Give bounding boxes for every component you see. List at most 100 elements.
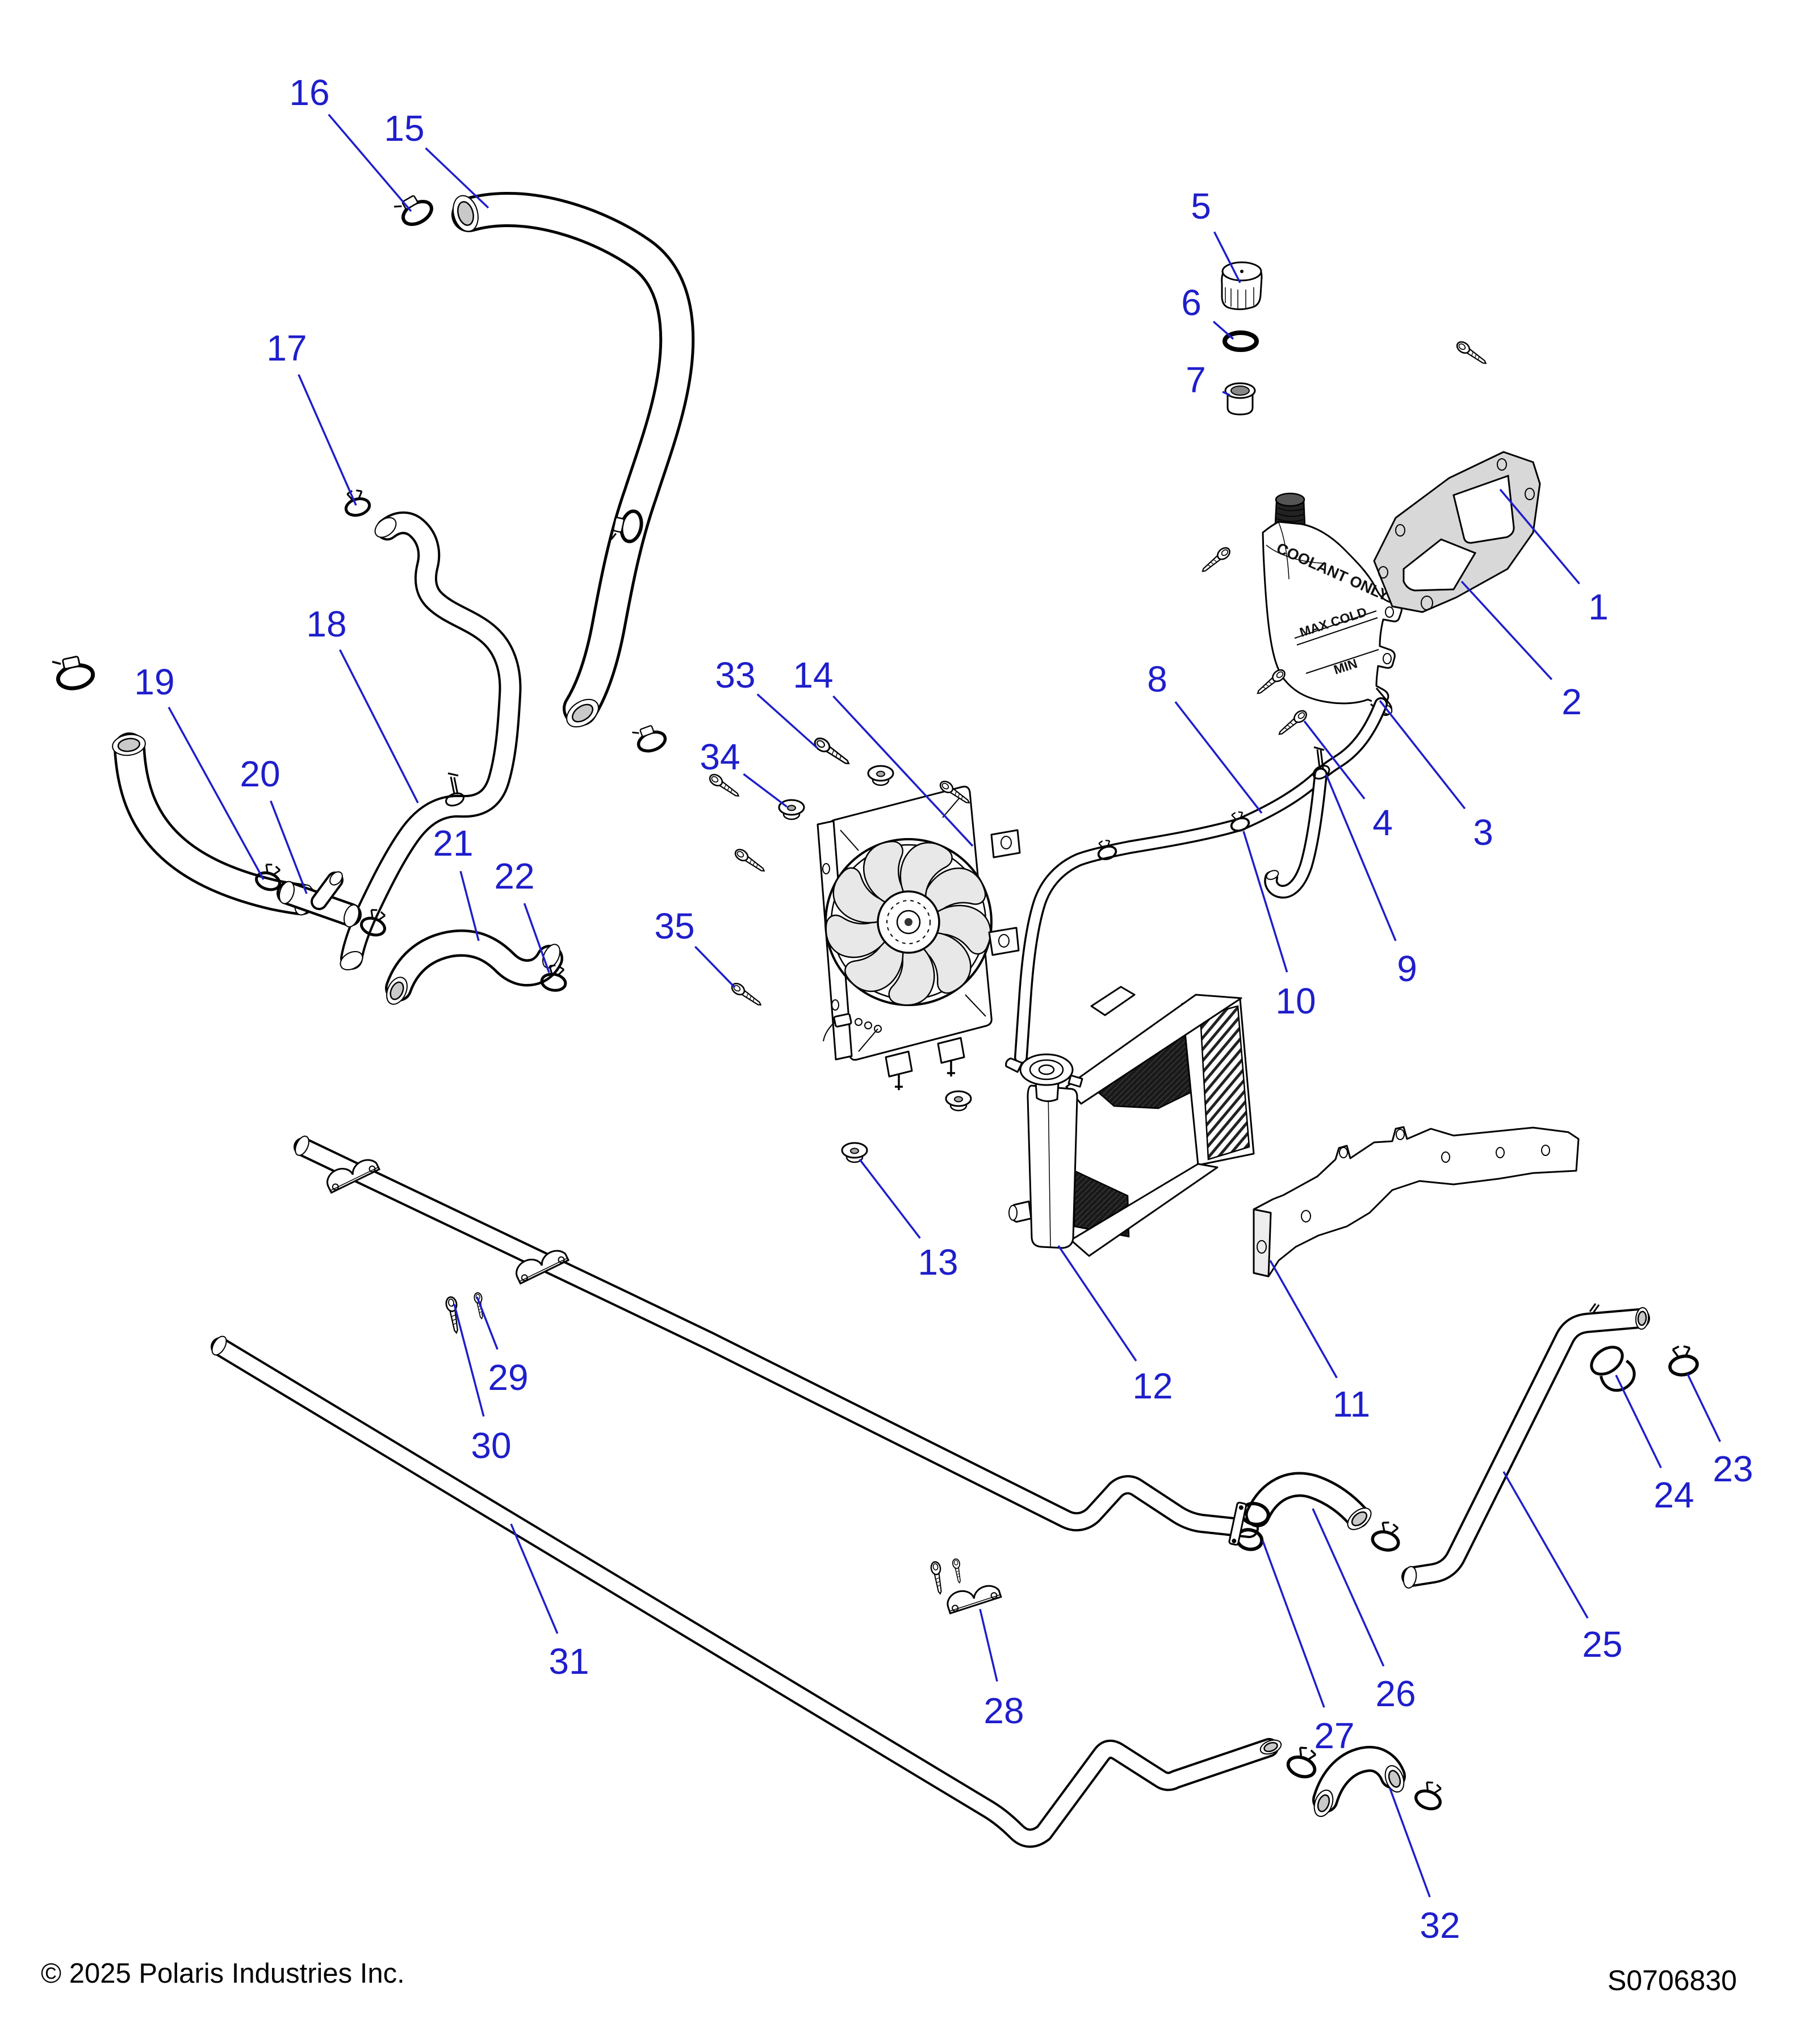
coolant-pipe-upper — [294, 1136, 1259, 1538]
callout-19: 19 — [134, 661, 174, 702]
callout-31: 31 — [549, 1641, 589, 1682]
bypass-hose-18 — [340, 511, 522, 971]
callout-17: 17 — [266, 328, 307, 368]
coolant-bottle-cap-5 — [1221, 261, 1263, 311]
outlet-pipe-25 — [1401, 1303, 1650, 1589]
vent-hose-8 — [1014, 697, 1388, 1064]
callout-18: 18 — [306, 604, 346, 644]
radiator-hose-upper — [451, 191, 695, 728]
leader-line-29 — [476, 1296, 499, 1350]
callout-20: 20 — [240, 753, 280, 794]
clamp-17 — [342, 488, 371, 518]
grommet-13 — [841, 1142, 868, 1163]
callout-14: 14 — [793, 655, 833, 696]
leader-line-2 — [1460, 580, 1553, 680]
callout-29: 29 — [488, 1357, 528, 1398]
leader-line-1 — [1499, 488, 1580, 585]
callout-11: 11 — [1333, 1384, 1370, 1425]
leader-line-12 — [1057, 1245, 1137, 1362]
callout-8: 8 — [1147, 659, 1167, 700]
screw-fan-mid-left — [732, 846, 768, 876]
leader-line-8 — [1174, 701, 1263, 814]
elbow-hose-32 — [1312, 1745, 1406, 1817]
clamp-19-loose — [52, 654, 95, 692]
callout-2: 2 — [1561, 681, 1582, 722]
leader-line-9 — [1325, 774, 1397, 941]
callout-12: 12 — [1132, 1366, 1173, 1406]
leader-line-19 — [168, 706, 265, 880]
leader-line-10 — [1242, 831, 1288, 973]
cap-seal-6 — [1223, 330, 1259, 352]
t-fitting-20 — [277, 871, 362, 928]
callout-23: 23 — [1713, 1448, 1753, 1489]
screw-bottle-upper — [1199, 544, 1233, 576]
leader-line-30 — [453, 1304, 485, 1417]
callout-1: 1 — [1588, 587, 1609, 627]
fill-neck-plug-7 — [1224, 382, 1256, 416]
leader-line-24 — [1615, 1375, 1662, 1468]
leader-line-16 — [328, 114, 412, 212]
leader-line-31 — [510, 1523, 559, 1634]
callout-4: 4 — [1372, 802, 1393, 843]
formed-hose-21 — [385, 929, 563, 1005]
screw-30 — [444, 1295, 463, 1335]
callout-27: 27 — [1314, 1715, 1354, 1756]
callout-6: 6 — [1181, 282, 1201, 323]
leader-line-14 — [832, 695, 974, 847]
callout-13: 13 — [918, 1242, 958, 1283]
grommet-fan-lower-right — [945, 1090, 972, 1112]
leader-line-7 — [1222, 391, 1230, 396]
screw-28b — [951, 1557, 964, 1584]
radiator-left-tank — [1027, 1084, 1078, 1249]
screw-4b — [1275, 707, 1309, 739]
leader-line-3 — [1379, 700, 1466, 810]
leader-line-27 — [1262, 1540, 1325, 1708]
leader-line-17 — [298, 374, 357, 506]
leader-line-15 — [425, 147, 489, 209]
coolant-pipe-lower-31 — [211, 1335, 1282, 1848]
screw-35 — [729, 980, 764, 1010]
grommet-fan-top — [867, 765, 894, 786]
callout-5: 5 — [1191, 186, 1211, 227]
callout-3: 3 — [1473, 812, 1493, 853]
leader-line-35 — [694, 946, 736, 989]
clamp-hose-26 — [1371, 1519, 1403, 1553]
fan-tab-lower — [988, 927, 1020, 956]
screw-28a — [929, 1560, 945, 1595]
callout-28: 28 — [983, 1690, 1024, 1731]
callout-33: 33 — [715, 655, 755, 696]
bottle-mount-plate-2 — [1373, 451, 1541, 613]
callout-35: 35 — [654, 906, 694, 946]
callout-9: 9 — [1397, 948, 1417, 989]
leader-line-13 — [859, 1158, 921, 1239]
callout-10: 10 — [1275, 981, 1316, 1021]
leader-line-28 — [979, 1609, 998, 1682]
clamp-24 — [1590, 1346, 1636, 1392]
callout-16: 16 — [289, 72, 329, 113]
callout-24: 24 — [1653, 1475, 1694, 1515]
lower-bracket-11 — [1253, 1126, 1580, 1278]
callout-30: 30 — [471, 1425, 511, 1466]
fan-connector — [833, 1013, 852, 1028]
callout-26: 26 — [1375, 1673, 1416, 1714]
clamp-23 — [1667, 1344, 1698, 1377]
clamp-lower-end — [632, 722, 668, 755]
figure-code: S0706830 — [1607, 1965, 1737, 1996]
coolant-bottle-3: COOLANT ONLY MAX COLD MIN — [1262, 492, 1402, 716]
callout-7: 7 — [1186, 359, 1206, 400]
leader-line-33 — [756, 693, 819, 749]
saddle-clamp-28 — [944, 1578, 1002, 1615]
callout-15: 15 — [384, 108, 424, 149]
leader-line-23 — [1686, 1373, 1722, 1442]
radiator-12 — [1005, 986, 1255, 1257]
screw-33 — [811, 735, 853, 769]
leader-line-34 — [743, 773, 788, 808]
clamp-16 — [394, 191, 436, 230]
copyright-text: © 2025 Polaris Industries Inc. — [41, 1958, 405, 1989]
leader-line-20 — [270, 800, 308, 894]
callout-32: 32 — [1420, 1905, 1460, 1946]
callout-22: 22 — [494, 856, 534, 897]
screw-plate-upper — [1454, 338, 1489, 368]
